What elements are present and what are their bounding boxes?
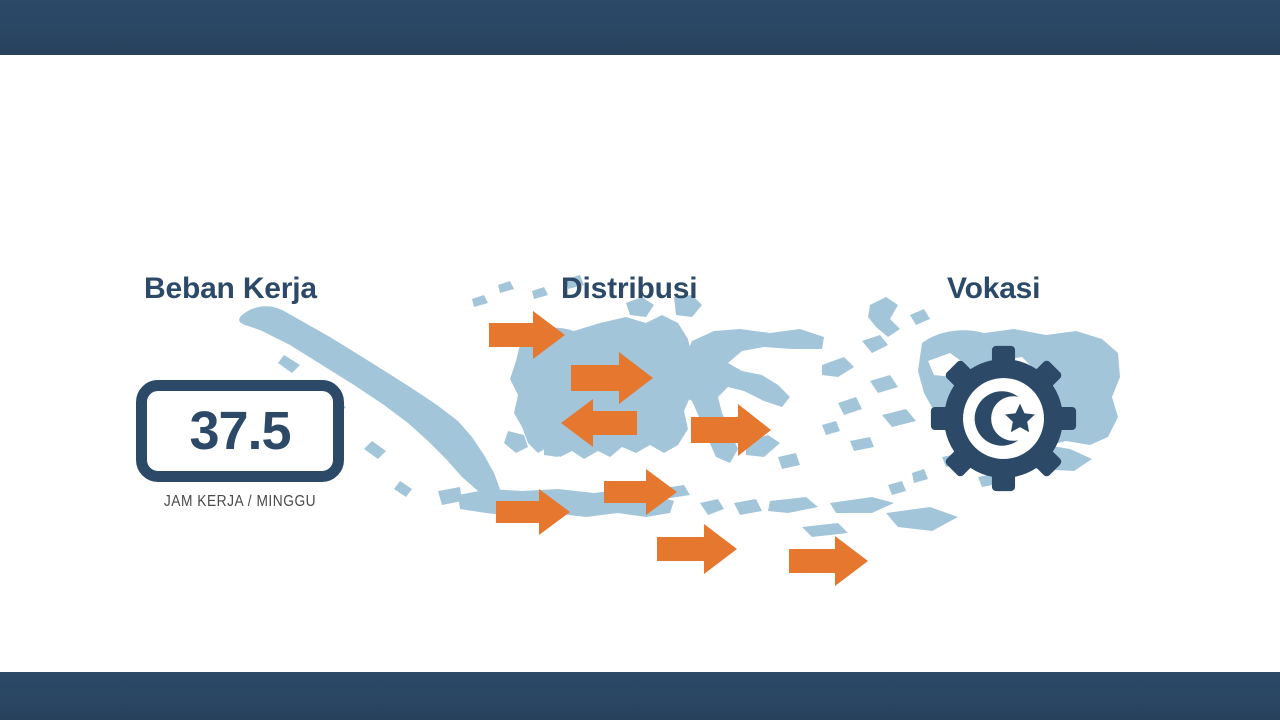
metric-value-box: 37.5 [136, 380, 344, 482]
metric-caption-text: JAM KERJA / MINGGU [163, 493, 317, 510]
content-area: Beban Kerja Distribusi Vokasi 37.5 JAM K… [0, 55, 1280, 672]
heading-beban-kerja: Beban Kerja [144, 272, 317, 305]
gear-crescent-star-icon [921, 336, 1086, 501]
heading-distribusi: Distribusi [561, 272, 698, 305]
star-shape [1005, 403, 1035, 433]
heading-vokasi: Vokasi [947, 272, 1041, 305]
metric-value-text: 37.5 [189, 401, 291, 461]
top-banner-bar [0, 0, 1280, 55]
workload-metric-block: 37.5 JAM KERJA / MINGGU [136, 380, 344, 511]
bottom-banner-bar [0, 672, 1280, 720]
